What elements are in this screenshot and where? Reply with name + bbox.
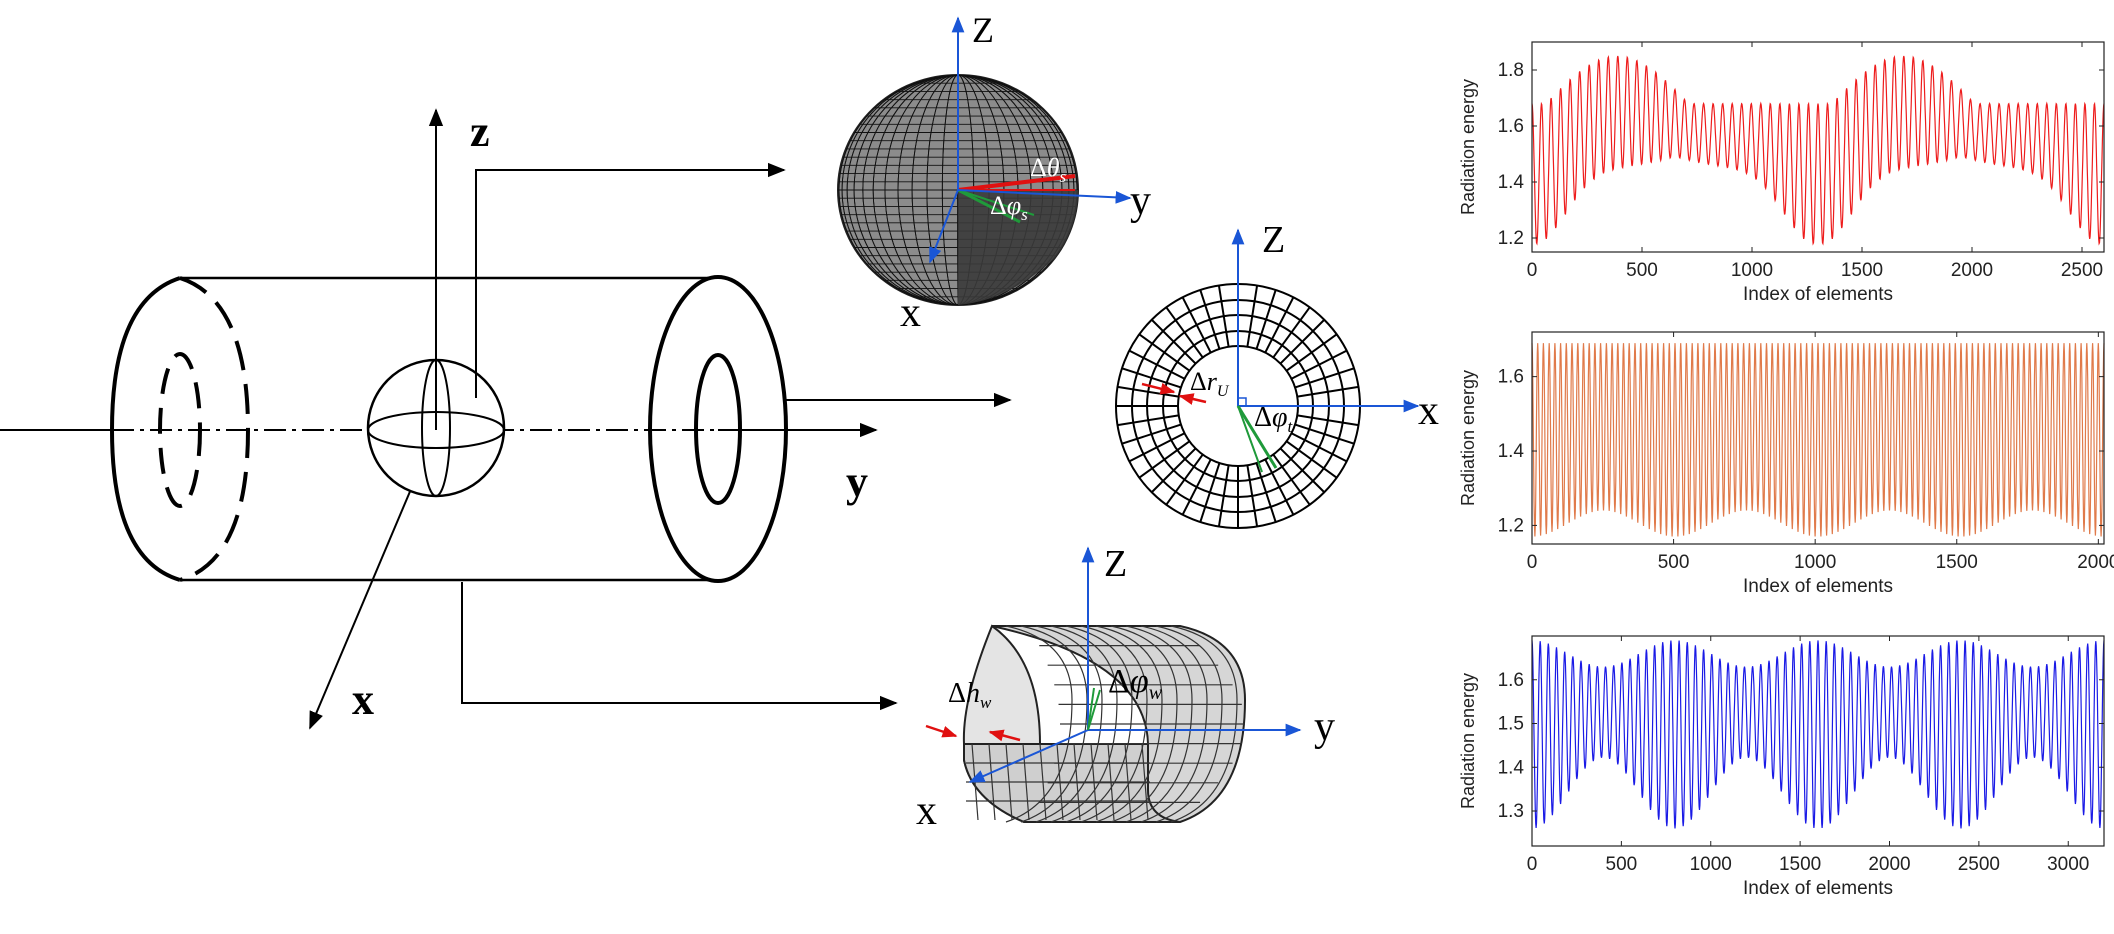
sphere-z-label: Z [972, 10, 994, 50]
shell-y-label: y [1314, 704, 1335, 750]
meshed-sphere [838, 18, 1130, 305]
y-tick-label: 1.2 [1498, 228, 1524, 249]
x-tick-label: 3000 [2047, 854, 2089, 875]
x-axis-label: Index of elements [1743, 284, 1893, 305]
y-tick-label: 1.4 [1498, 441, 1525, 462]
x-tick-label: 500 [1606, 854, 1638, 875]
ring-right-angle [1238, 398, 1246, 406]
ring-spoke [1280, 448, 1324, 492]
ring-phi-label: Δφt [1254, 402, 1294, 436]
main-y-label: y [846, 457, 868, 506]
y-tick-label: 1.8 [1498, 60, 1524, 81]
shell-x-label: x [916, 788, 937, 834]
x-tick-label: 2500 [2061, 260, 2103, 281]
chart-3: 0 500 1000 1500 2000 2500 3000 1.3 1.4 1.5 1.6Inde… [1458, 636, 2104, 899]
y-axis-label: Radiation energy [1458, 673, 1478, 809]
charts-panel: 0 500 1000 1500 2000 2500 1.2 1.4 1.6 1.8Index of… [1458, 42, 2114, 899]
ring-r-label: ΔrU [1190, 367, 1230, 400]
x-tick-label: 500 [1626, 260, 1658, 281]
ring-spoke [1280, 320, 1324, 364]
x-tick-label: 0 [1527, 552, 1538, 573]
main-x-label: x [352, 675, 374, 724]
x-tick-label: 2000 [2077, 552, 2114, 573]
x-tick-label: 1000 [1690, 854, 1732, 875]
ring-spoke [1152, 448, 1196, 492]
y-tick-label: 1.3 [1498, 801, 1524, 822]
y-tick-label: 1.4 [1498, 757, 1525, 778]
y-tick-label: 1.6 [1498, 116, 1524, 137]
ring-x-label: x [1418, 388, 1439, 434]
y-tick-label: 1.6 [1498, 670, 1524, 691]
x-tick-label: 2500 [1958, 854, 2000, 875]
y-tick-label: 1.5 [1498, 714, 1524, 735]
y-axis-label: Radiation energy [1458, 79, 1478, 215]
x-tick-label: 1500 [1841, 260, 1883, 281]
x-tick-label: 0 [1527, 260, 1538, 281]
leader-to-shell [462, 582, 896, 703]
plot-area [1532, 42, 2104, 252]
x-axis-label: Index of elements [1743, 878, 1893, 899]
y-tick-label: 1.4 [1498, 172, 1525, 193]
x-tick-label: 0 [1527, 854, 1538, 875]
y-axis-label: Radiation energy [1458, 370, 1478, 506]
plot-area [1532, 636, 2104, 846]
x-tick-label: 2000 [1951, 260, 1993, 281]
x-tick-label: 1500 [1779, 854, 1821, 875]
x-tick-label: 1500 [1936, 552, 1978, 573]
shell-h-arrow-1 [926, 726, 956, 736]
x-tick-label: 2000 [1868, 854, 1910, 875]
shell-z-label: Z [1104, 543, 1127, 585]
x-tick-label: 1000 [1731, 260, 1773, 281]
ring-r-arrow-2 [1180, 396, 1206, 402]
y-tick-label: 1.2 [1498, 515, 1524, 536]
x-tick-label: 1000 [1794, 552, 1836, 573]
x-axis-label: Index of elements [1743, 576, 1893, 597]
shell-mesh [964, 626, 1245, 822]
sphere-y-label: y [1130, 178, 1151, 224]
sphere-x-label: x [900, 290, 921, 336]
main-z-label: z [470, 107, 490, 156]
ring-z-label: Z [1262, 219, 1285, 261]
x-tick-label: 500 [1658, 552, 1690, 573]
ring-spoke [1152, 320, 1196, 364]
meshed-ring [1116, 230, 1418, 528]
y-tick-label: 1.6 [1498, 367, 1524, 388]
